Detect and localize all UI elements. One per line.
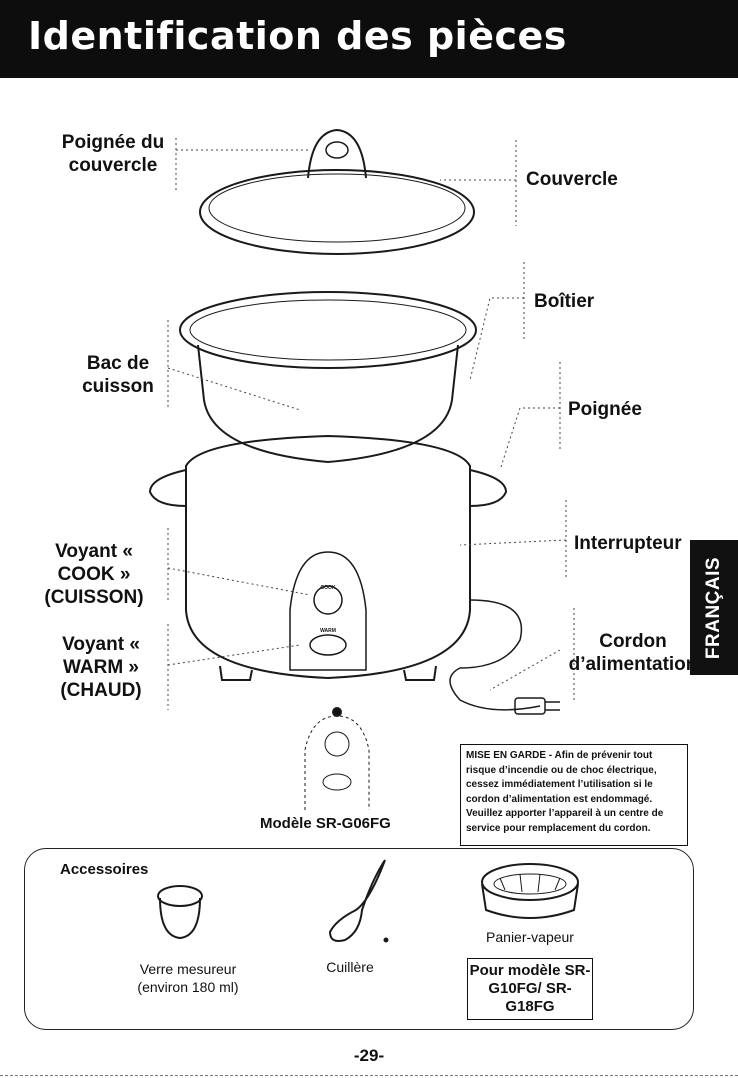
for-model-box: Pour modèle SR-G10FG/ SR-G18FG [467, 958, 593, 1020]
label-switch: Interrupteur [574, 533, 682, 554]
label-cord: Cordon d’alimentation [568, 631, 698, 675]
language-tab: FRANÇAIS [690, 540, 738, 675]
measuring-cup-drawing [157, 885, 203, 940]
label-lid-handle: Poignée du couvercle [61, 132, 165, 176]
label-cook-light: Voyant « COOK » (CUISSON) [44, 541, 144, 608]
lid-shape [199, 169, 475, 255]
steaming-basket-drawing [481, 863, 579, 919]
label-inner-pan: Bac de cuisson [82, 353, 154, 397]
bottom-divider [0, 1075, 738, 1076]
panel-cook-text: COOK [320, 585, 336, 591]
accessories-panel [24, 848, 694, 1030]
inner-pan-rim [179, 291, 477, 369]
label-lid: Couvercle [526, 169, 618, 190]
accessories-title: Accessoires [60, 861, 149, 878]
page-number: -29- [353, 1046, 385, 1065]
spoon-label: Cuillère [326, 959, 374, 975]
label-warm-light: Voyant « WARM » (CHAUD) [60, 634, 142, 701]
label-body: Boîtier [534, 291, 595, 312]
control-panel-shape [289, 551, 367, 671]
language-tab-label: FRANÇAIS [703, 556, 724, 659]
measuring-cup-label: Verre mesureur (environ 180 ml) [137, 961, 239, 995]
label-handle: Poignée [568, 399, 642, 420]
body-shape [185, 434, 471, 680]
steaming-basket-label: Panier-vapeur [486, 929, 574, 945]
page-title: Identification des pièces [28, 14, 567, 58]
page-header: Identification des pièces [0, 0, 738, 78]
power-cord [449, 599, 541, 711]
spoon-drawing [328, 859, 389, 943]
warning-box: MISE EN GARDE - Afin de prévenir tout ri… [460, 744, 688, 846]
panel-warm-text: WARM [320, 628, 336, 634]
lid-knob-shape [325, 141, 349, 159]
model-caption: Modèle SR-G06FG [260, 815, 391, 832]
